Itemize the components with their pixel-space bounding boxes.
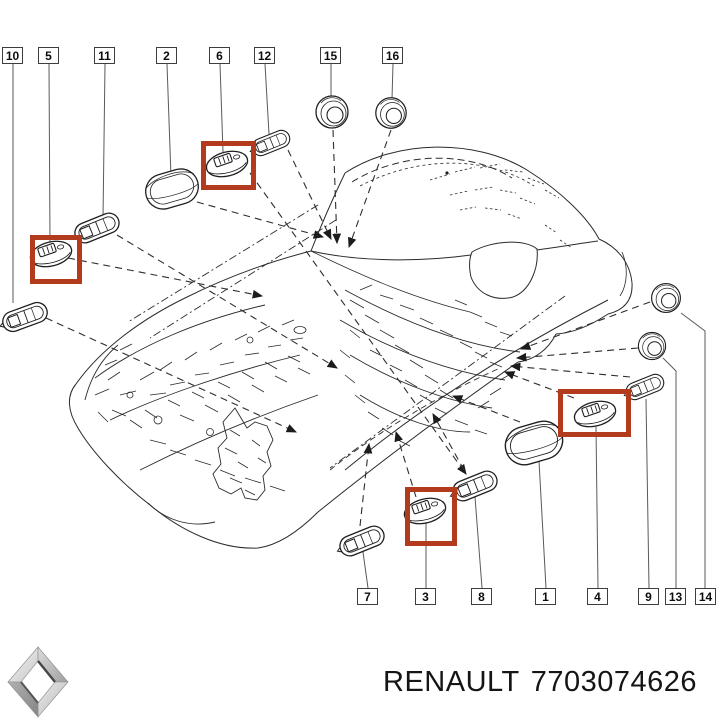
callout-16[interactable]: 16 [382, 47, 403, 64]
part-2-oval-ring-plug[interactable] [140, 164, 204, 214]
callout-12[interactable]: 12 [254, 47, 275, 64]
highlight-box-5[interactable] [30, 235, 82, 284]
part-16-round-grommet[interactable] [375, 97, 407, 129]
leader-lines [45, 129, 651, 527]
part-7-elongated-plug[interactable] [333, 522, 388, 561]
callout-8[interactable]: 8 [471, 588, 492, 605]
footer-caption: RENAULT 7703074626 [383, 666, 697, 699]
highlight-box-3[interactable] [405, 487, 457, 546]
callout-9[interactable]: 9 [638, 588, 659, 605]
callout-3[interactable]: 3 [415, 588, 436, 605]
callout-2[interactable]: 2 [156, 47, 177, 64]
callout-15[interactable]: 15 [320, 47, 341, 64]
part-number: 7703074626 [530, 666, 698, 698]
brand-name: RENAULT [383, 666, 520, 698]
car-body-sketch [69, 146, 633, 549]
callout-lines [12, 63, 706, 589]
callout-1[interactable]: 1 [535, 588, 556, 605]
callout-10[interactable]: 10 [2, 47, 23, 64]
callout-7[interactable]: 7 [357, 588, 378, 605]
renault-diamond-icon [7, 646, 69, 718]
callout-11[interactable]: 11 [94, 47, 115, 64]
part-13-round-grommet[interactable] [637, 331, 667, 361]
part-15-round-grommet[interactable] [315, 95, 349, 129]
callout-14[interactable]: 14 [695, 588, 716, 605]
callout-4[interactable]: 4 [587, 588, 608, 605]
part-10-elongated-plug[interactable] [0, 299, 51, 337]
callout-5[interactable]: 5 [38, 47, 59, 64]
callout-13[interactable]: 13 [665, 588, 686, 605]
highlight-box-4[interactable] [558, 389, 631, 437]
highlight-box-6[interactable] [201, 141, 256, 190]
part-14-round-grommet[interactable] [651, 283, 681, 313]
callout-6[interactable]: 6 [209, 47, 230, 64]
